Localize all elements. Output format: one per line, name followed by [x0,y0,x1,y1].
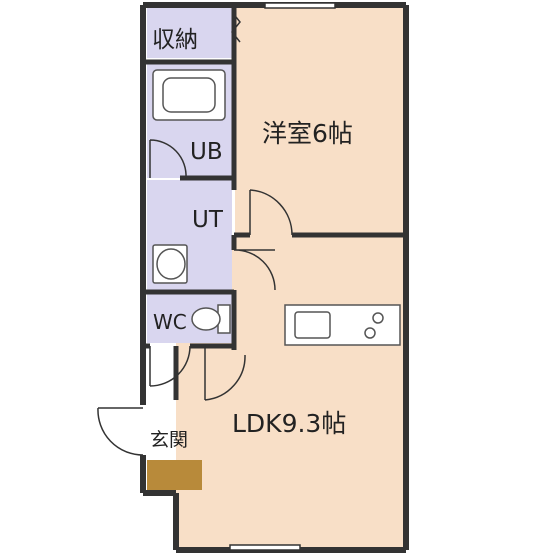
interior-walls [143,5,406,400]
toilet-bowl [191,307,221,331]
storage-floor [147,8,232,58]
stove-burner-1 [364,327,376,339]
label-western-room: 洋室6帖 [262,119,353,148]
label-utility: UT [192,207,224,233]
washbasin-bowl [156,248,186,280]
label-unit-bath: UB [190,139,223,165]
hall-door [204,346,246,401]
entrance-floor [147,345,175,460]
storage-door [231,11,241,43]
doors [97,11,293,456]
entrance-door [97,407,144,456]
windows [229,2,336,551]
kitchen-sink [294,311,331,339]
label-storage: 収納 [152,27,198,53]
western-room-floor [235,8,403,235]
shoe-box [147,460,202,490]
label-toilet: WC [153,310,187,334]
toilet-door [149,345,191,387]
bath-door [149,139,187,179]
utility-door [233,249,276,291]
label-entrance: 玄関 [150,429,188,451]
western-room-door [249,189,293,236]
fixtures [152,69,401,346]
label-ldk: LDK9.3帖 [232,409,346,438]
stove-burner-2 [372,312,384,324]
bathtub-inner [162,77,216,113]
